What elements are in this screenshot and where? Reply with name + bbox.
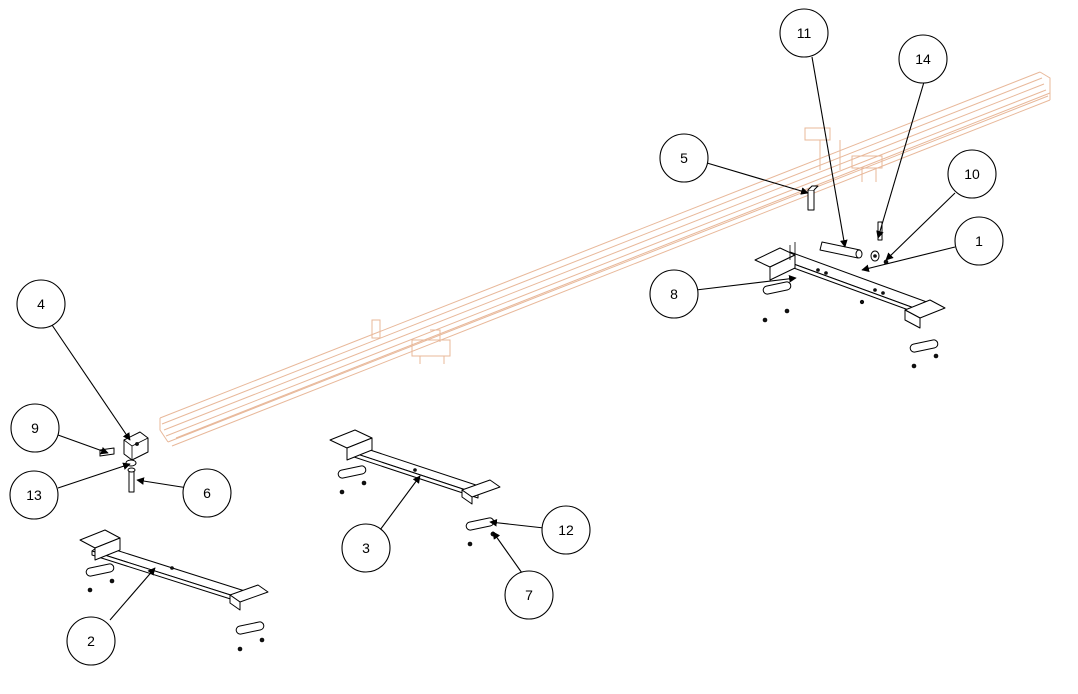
svg-text:13: 13 [26,487,42,503]
crossbar-2 [79,529,269,611]
part-screw-8 [859,299,865,305]
leader-8 [695,275,797,291]
callout-3: 3 [341,523,391,573]
leader-11 [811,56,848,248]
svg-text:2: 2 [87,633,95,649]
pad-3a [337,465,367,495]
rail-assembly [159,71,1051,447]
part-tube-11 [819,241,863,259]
leader-14 [876,81,925,239]
part-pin-5 [807,185,819,211]
callout-11: 11 [779,8,829,58]
svg-text:10: 10 [964,166,980,182]
crossbar-1 [754,242,946,329]
svg-text:8: 8 [670,286,678,302]
svg-text:1: 1 [975,233,983,249]
svg-text:12: 12 [558,522,574,538]
leader-6 [136,477,189,489]
leader-13 [57,462,131,489]
leader-9 [57,434,109,455]
svg-text:7: 7 [525,587,533,603]
svg-text:5: 5 [680,150,688,166]
leader-10 [885,192,956,261]
svg-text:4: 4 [37,296,45,312]
callout-8: 8 [649,269,699,319]
crossbar-3 [329,429,501,505]
callout-9: 9 [10,403,60,453]
leader-7 [492,531,523,574]
callout-7: 7 [504,570,554,620]
leader-lines [51,56,956,621]
part-bolt-9 [99,447,115,457]
leader-12 [489,518,545,529]
callout-12: 12 [541,505,591,555]
part-washer-14 [870,221,883,262]
leader-3 [379,475,421,531]
part-bolt-6 [127,467,136,493]
leader-5 [706,162,809,195]
leader-2 [109,567,156,621]
callout-10: 10 [947,149,997,199]
callout-1: 1 [954,216,1004,266]
callout-2: 2 [66,616,116,666]
svg-text:9: 9 [31,420,39,436]
leader-1 [861,246,956,273]
callout-6: 6 [182,468,232,518]
callout-4: 4 [16,279,66,329]
callouts: 1 2 3 4 5 6 7 8 [9,8,1004,666]
callout-14: 14 [898,34,948,84]
svg-text:11: 11 [797,25,812,41]
svg-text:3: 3 [362,540,370,556]
pad-1a [762,281,792,323]
leader-4 [51,324,131,441]
svg-text:6: 6 [203,485,211,501]
pad-3b-part-12 [465,517,496,547]
pad-1b [909,339,939,369]
pad-2a [85,563,115,593]
svg-text:14: 14 [915,51,931,67]
callout-13: 13 [9,470,59,520]
callout-5: 5 [659,133,709,183]
pad-2b [235,621,265,652]
